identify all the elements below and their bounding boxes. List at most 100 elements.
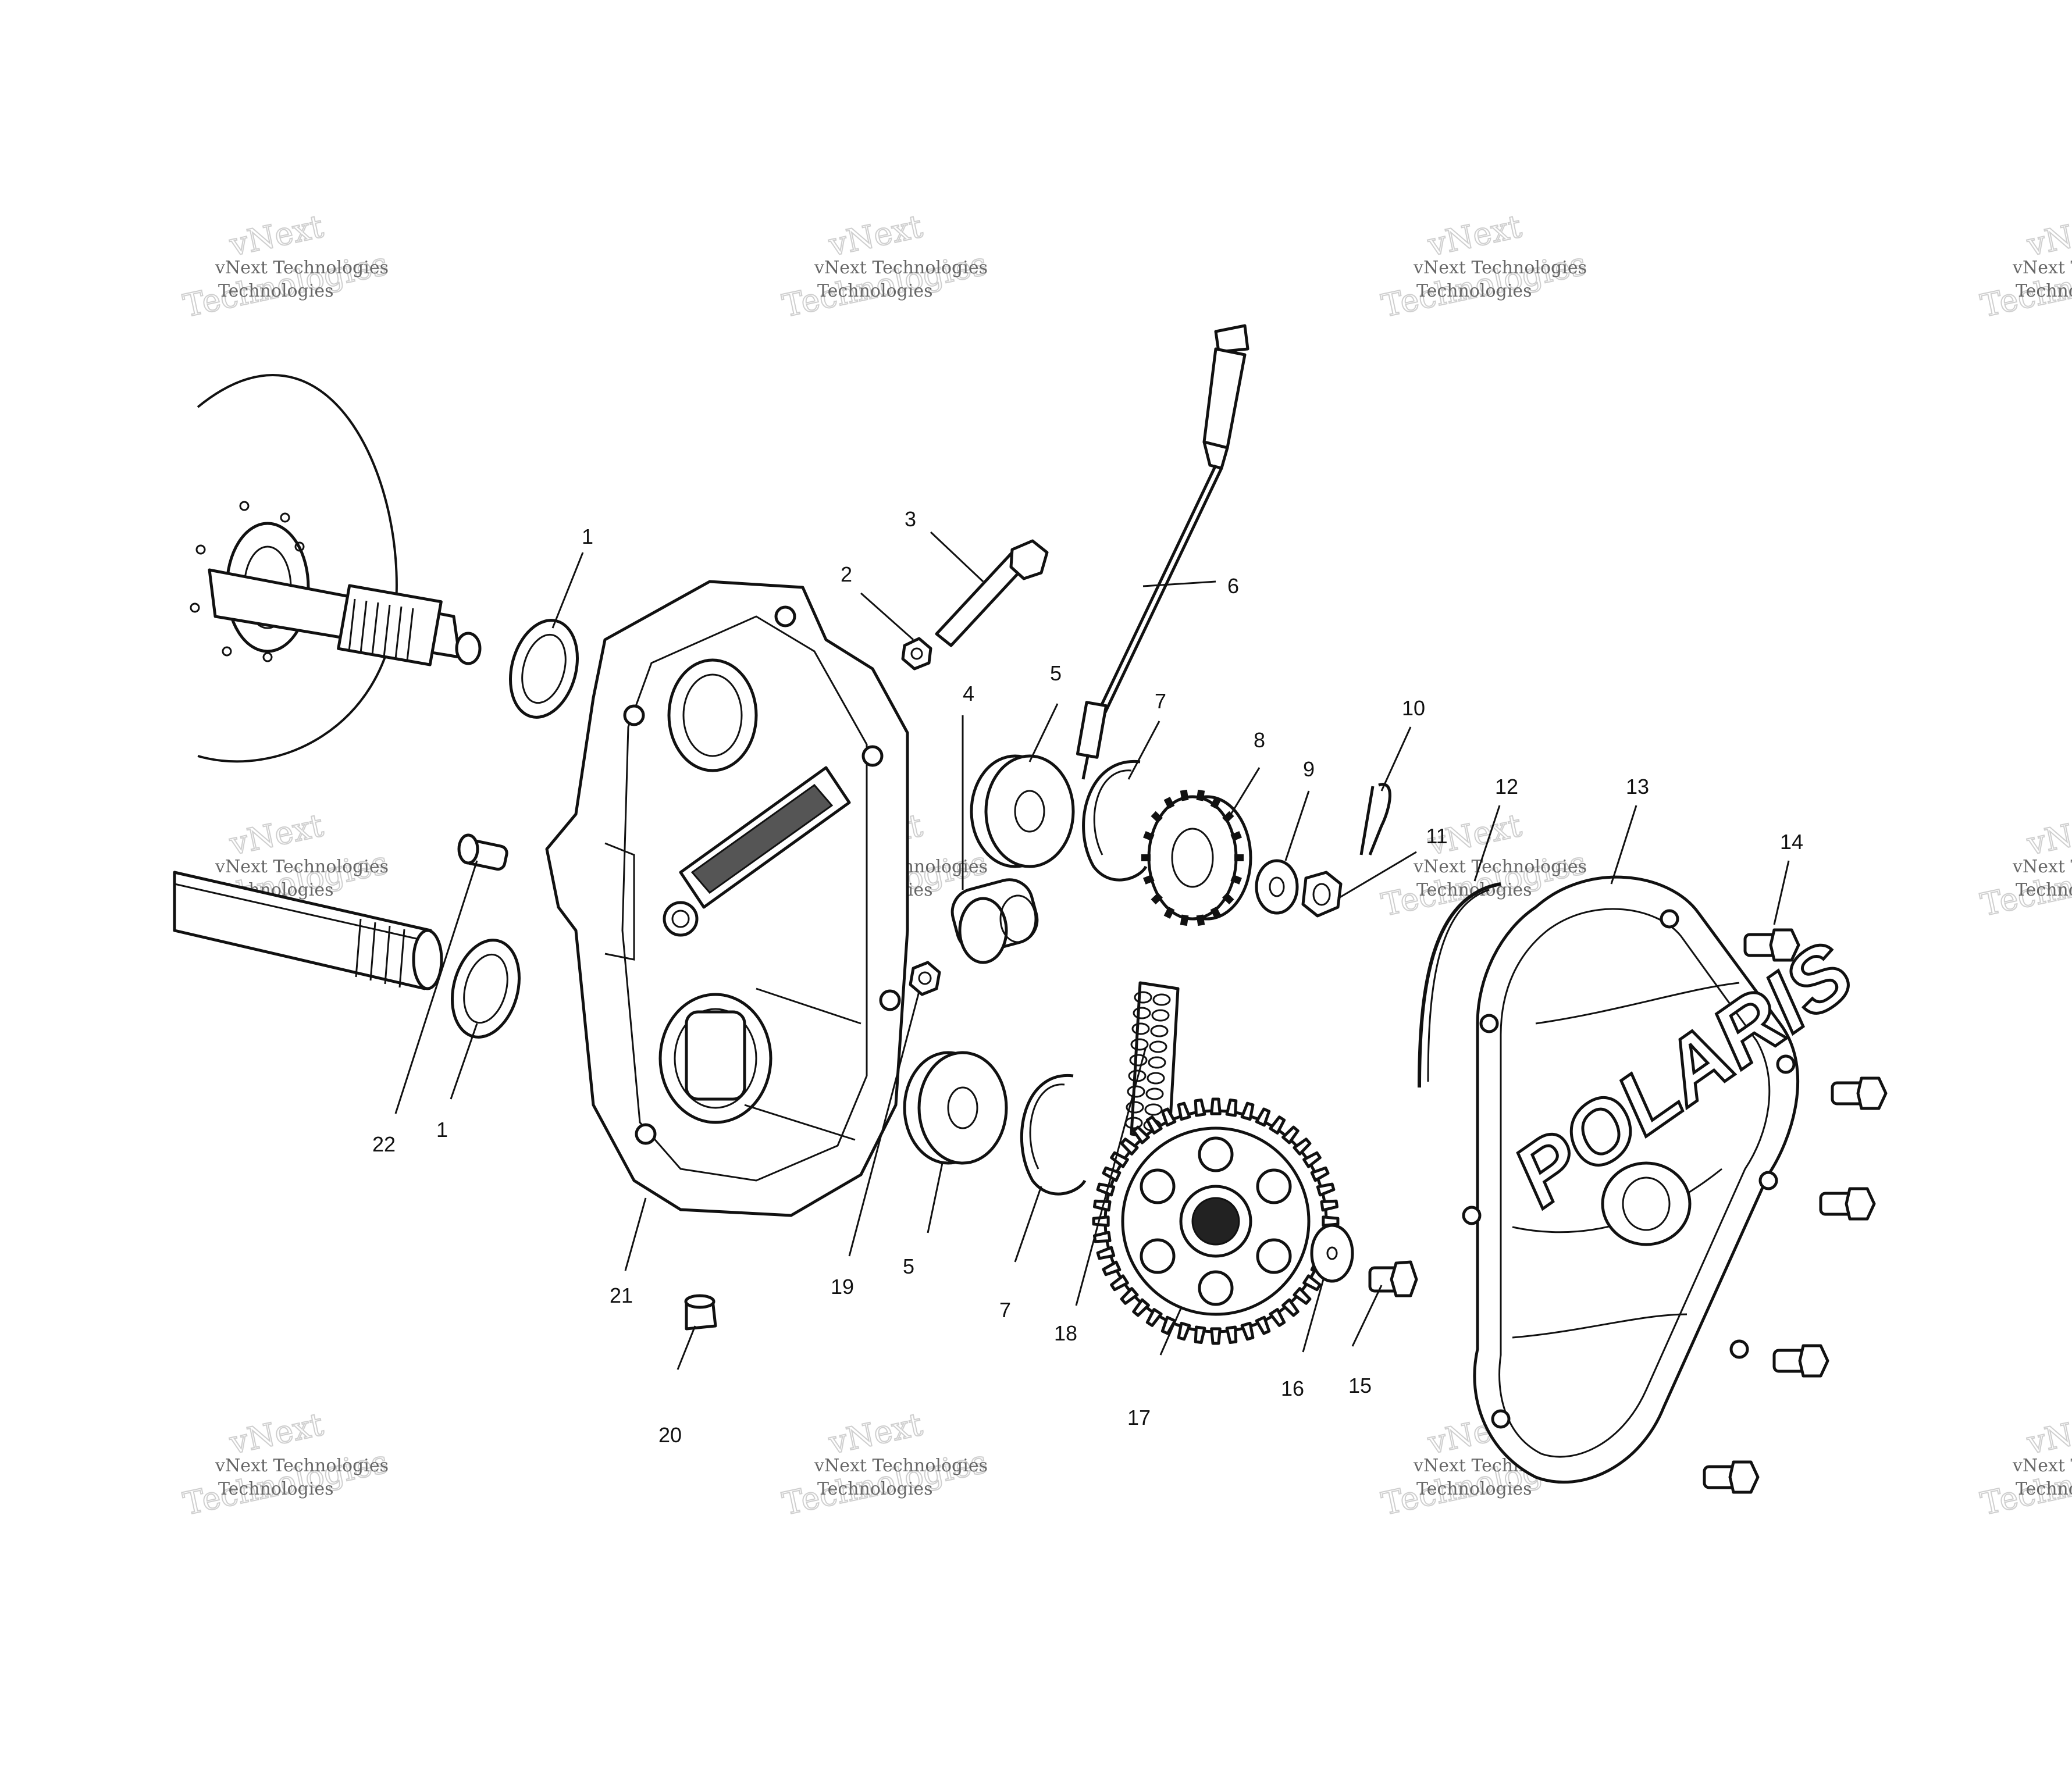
sprocket-tooth [1151, 811, 1163, 823]
seal-upper [508, 619, 579, 719]
chain-link-right [1150, 1025, 1169, 1037]
gear-tooth [1322, 1215, 1340, 1227]
callout-7-upper: 7 [1155, 689, 1166, 713]
washer-9 [1255, 859, 1299, 915]
gear-tooth [1096, 1182, 1116, 1197]
callout-5-upper: 5 [1050, 661, 1062, 685]
gear-tooth [1177, 1101, 1191, 1121]
gear-tooth [1240, 1101, 1255, 1121]
watermark-small-text-2: Technologies [218, 281, 334, 301]
watermark-small-text: vNext Technologies [1413, 857, 1587, 877]
tensioner-bolt [935, 539, 1049, 647]
gear-tooth [1255, 1315, 1271, 1335]
callout-12: 12 [1495, 775, 1518, 798]
callout-8: 8 [1254, 728, 1265, 752]
sprocket-tooth [1230, 831, 1242, 841]
pulley-bolt-holes [190, 501, 305, 662]
chain-link-right [1145, 1087, 1164, 1100]
callout-1-lower: 1 [436, 1118, 448, 1142]
chain-link-right [1144, 1103, 1163, 1116]
gear-tooth [1310, 1166, 1330, 1182]
gear-tooth [1102, 1260, 1122, 1276]
gear-tooth [1096, 1246, 1116, 1260]
callout-5-lower: 5 [903, 1254, 914, 1278]
callout-17: 17 [1127, 1406, 1151, 1429]
gear-tooth [1302, 1274, 1322, 1292]
washer-16 [1310, 1224, 1354, 1283]
cover-bolt [1819, 1187, 1876, 1221]
dipstick [1076, 324, 1249, 780]
watermark-small-text: vNext Technologies [814, 258, 988, 278]
gear-tooth [1302, 1151, 1322, 1168]
gear-tooth [1120, 1287, 1139, 1305]
chain-link-left [1134, 991, 1152, 1004]
chain-link-left [1129, 1054, 1148, 1067]
sprocket-tooth [1151, 892, 1163, 905]
gear-tooth [1281, 1125, 1300, 1144]
driven-gear [1092, 1097, 1340, 1345]
chaincase-housing [545, 580, 909, 1217]
gear-tooth [1110, 1274, 1129, 1292]
watermark-small-text-2: Technologies [2016, 880, 2072, 900]
watermark-small-text-2: Technologies [817, 281, 933, 301]
lower-spline-grooves [355, 918, 405, 988]
gear-tooth [1225, 1325, 1238, 1345]
callout-3: 3 [905, 507, 916, 531]
sprocket-tooth [1180, 789, 1189, 801]
gear-tooth [1132, 1125, 1150, 1144]
chain-link-right [1147, 1072, 1165, 1085]
lower-output-shaft [173, 871, 443, 990]
sprocket-tooth [1180, 914, 1189, 926]
sprocket-tooth [1210, 797, 1222, 810]
callout-2: 2 [841, 562, 852, 586]
watermark-top-text: vNext [226, 208, 327, 263]
watermark-small-text-2: Technologies [1416, 281, 1532, 301]
hex-nut-2 [901, 637, 932, 671]
gear-tooth [1316, 1182, 1336, 1197]
gear-tooth [1092, 1231, 1112, 1243]
drive-pulley-with-shaft [190, 374, 482, 763]
cover-bolt [1831, 1076, 1888, 1110]
chain-link-right [1149, 1040, 1167, 1053]
watermark-small-text: vNext Technologies [2012, 258, 2072, 278]
sprocket-tooth [1222, 892, 1234, 905]
callout-21: 21 [610, 1283, 633, 1307]
gear-tooth [1160, 1107, 1177, 1127]
watermark-small-text: vNext Technologies [2012, 857, 2072, 877]
gear-tooth [1225, 1098, 1238, 1117]
gear-tooth [1145, 1115, 1163, 1135]
gear-tooth [1132, 1298, 1150, 1317]
gear-tooth [1092, 1215, 1110, 1227]
sprocket-tooth [1163, 906, 1175, 919]
watermark-small-text-2: Technologies [2016, 1479, 2072, 1499]
gear-tooth [1240, 1321, 1255, 1341]
cover-bolt-head [1856, 1076, 1888, 1110]
cover-bolt-head [1845, 1187, 1876, 1221]
cover-bolts [1703, 928, 1888, 1494]
chain-tensioner [950, 878, 1039, 964]
sprocket-tooth [1196, 789, 1205, 801]
gear-tooth [1281, 1298, 1300, 1317]
bearing-lower [903, 1051, 1008, 1165]
watermark-small-text-2: Technologies [2016, 281, 2072, 301]
gear-tooth [1320, 1199, 1339, 1212]
castle-nut-11 [1301, 871, 1343, 918]
sprocket-tooth [1143, 874, 1155, 885]
gear-tooth [1210, 1327, 1222, 1345]
cover-bolt-holes [1462, 909, 1796, 1429]
callout-13: 13 [1626, 775, 1649, 798]
watermark-top-text: vNext [2024, 1406, 2072, 1461]
cover-bolt-head [1798, 1344, 1829, 1378]
dowel-pin [457, 833, 508, 871]
cotter-pin [1359, 783, 1391, 855]
gear-tooth [1210, 1097, 1222, 1115]
watermark-small-text-2: Technologies [817, 1479, 933, 1499]
drive-sprocket [1141, 789, 1252, 926]
gear-tooth [1194, 1325, 1206, 1345]
gear-tooth [1194, 1098, 1206, 1117]
